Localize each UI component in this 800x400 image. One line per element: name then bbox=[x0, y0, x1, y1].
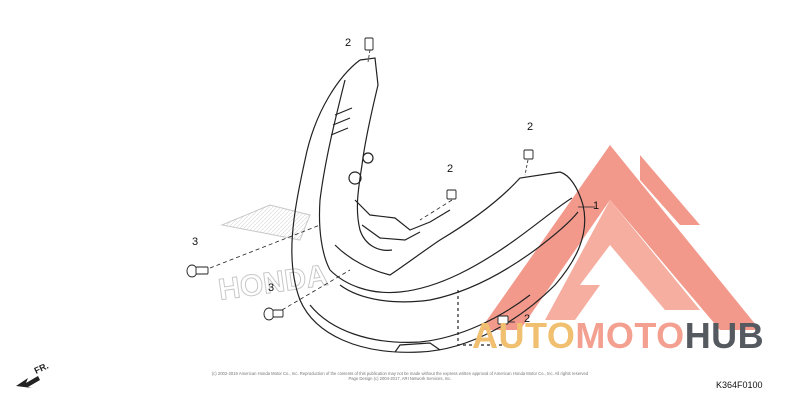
clip-part-2 bbox=[364, 37, 534, 325]
copyright-line-2: Page Design (c) 2004-2017, ARI Network S… bbox=[348, 376, 452, 381]
watermark-auto: AUTO bbox=[472, 315, 576, 356]
copyright-line-1: (c) 2002-2019 American Honda Motor Co., … bbox=[211, 371, 589, 376]
front-arrow-icon: FR. bbox=[16, 361, 50, 388]
callout-2-top: 2 bbox=[345, 37, 352, 49]
screw-part-3 bbox=[186, 264, 284, 321]
watermark-logo bbox=[480, 145, 760, 330]
callout-2-lower-right: 2 bbox=[524, 313, 531, 325]
front-cover-part bbox=[291, 57, 586, 353]
callout-2-center: 2 bbox=[447, 163, 454, 175]
watermark-text: AUTOMOTOHUB bbox=[472, 318, 764, 354]
callout-3-left: 3 bbox=[192, 236, 199, 248]
callout-2-right-upper: 2 bbox=[527, 121, 534, 133]
front-direction-indicator: FR. bbox=[14, 360, 62, 390]
direction-label: FR. bbox=[33, 361, 50, 376]
figure-code: K364F0100 bbox=[716, 380, 763, 390]
copyright-notice: (c) 2002-2019 American Honda Motor Co., … bbox=[210, 371, 590, 381]
watermark-moto: MOTO bbox=[575, 315, 685, 356]
callout-3-lower: 3 bbox=[268, 282, 275, 294]
callout-1: 1 bbox=[593, 200, 600, 212]
watermark-hub: HUB bbox=[684, 315, 765, 356]
leader-lines bbox=[209, 49, 595, 323]
